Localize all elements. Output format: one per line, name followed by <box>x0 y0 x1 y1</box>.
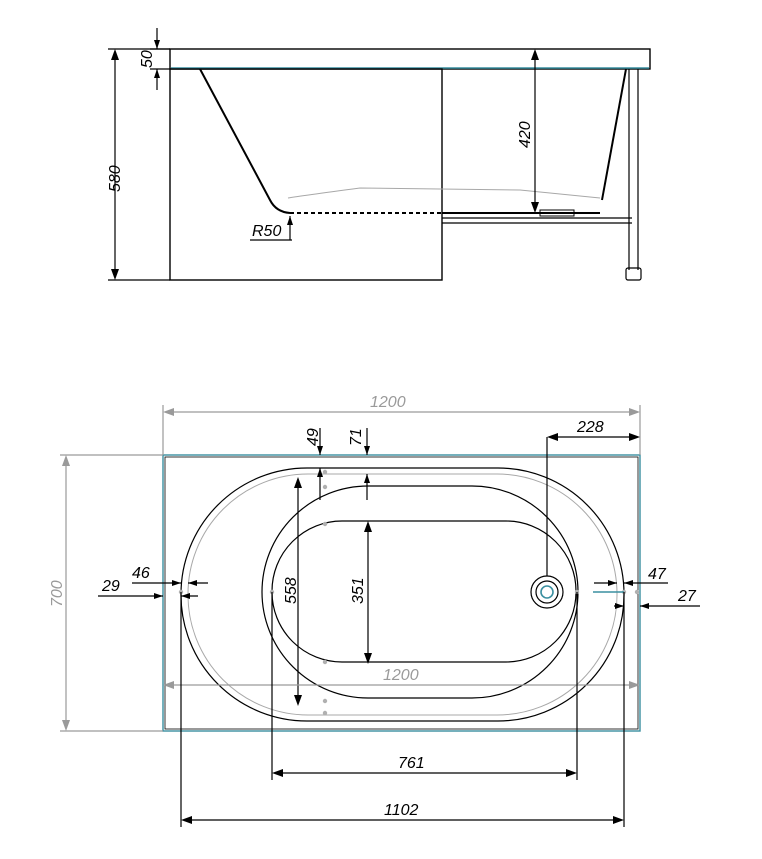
dim-right-27-label: 27 <box>677 588 697 605</box>
dim-radius-label: R50 <box>252 223 281 240</box>
top-basin-floor-inner <box>271 520 577 663</box>
side-basin-left-wall <box>199 68 291 214</box>
dim-rim-49-label: 49 <box>305 428 322 446</box>
dim-total-height-label: 580 <box>107 165 124 192</box>
side-basin-right-wall <box>601 68 627 201</box>
dim-overall-length-label: 1200 <box>370 394 406 411</box>
side-drain-plate <box>539 209 575 217</box>
dim-inner-depth-label: 420 <box>517 121 534 148</box>
top-outer-rim <box>162 454 641 732</box>
top-view: 1200 700 228 49 71 46 29 47 <box>49 394 700 827</box>
dim-rim-71-label: 71 <box>348 428 365 446</box>
dim-inner-351-label: 351 <box>350 577 367 604</box>
dim-overall-width-label: 700 <box>49 580 66 607</box>
dim-bottom-761-label: 761 <box>398 755 425 772</box>
dim-bottom-1102-label: 1102 <box>384 802 419 819</box>
side-leg-foot <box>625 267 642 281</box>
side-apron <box>169 68 443 281</box>
dim-rim-height-label: 50 <box>139 50 156 68</box>
dim-left-29-label: 29 <box>101 578 120 595</box>
dim-drain-offset-label: 228 <box>576 419 604 436</box>
dim-inner-558-label: 558 <box>283 577 300 604</box>
side-view: 50 580 420 R50 <box>107 28 651 281</box>
dim-left-46-label: 46 <box>132 565 150 582</box>
side-basin-inner-curve <box>287 187 601 199</box>
dim-inner-length-label: 1200 <box>383 667 419 684</box>
side-rim <box>169 48 651 70</box>
dim-right-47-label: 47 <box>648 566 667 583</box>
